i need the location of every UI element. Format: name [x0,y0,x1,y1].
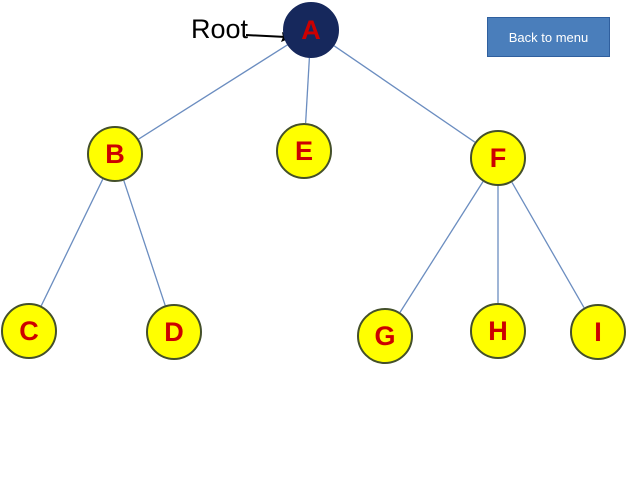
tree-node-label: D [164,316,184,347]
edge-a-f [333,45,476,143]
back-to-menu-button[interactable]: Back to menu [487,17,610,57]
tree-node-label: E [294,135,313,166]
tree-node-label: A [301,14,321,45]
tree-node-a[interactable]: A [283,2,339,58]
edge-b-c [40,178,104,307]
tree-node-d[interactable]: D [146,304,202,360]
tree-node-f[interactable]: F [470,130,526,186]
root-label: Root [191,14,249,44]
tree-node-label: B [105,138,125,169]
tree-node-c[interactable]: C [1,303,57,359]
tree-node-label: C [19,315,39,346]
tree-node-h[interactable]: H [470,303,526,359]
tree-node-g[interactable]: G [357,308,413,364]
edge-b-d [123,180,166,306]
tree-node-i[interactable]: I [570,304,626,360]
tree-node-b[interactable]: B [87,126,143,182]
edge-f-g [399,181,484,313]
edge-a-e [304,57,311,124]
tree-node-label: I [594,316,602,347]
tree-node-label: H [488,315,508,346]
tree-node-label: G [374,320,396,351]
tree-node-label: F [489,142,507,173]
edge-f-i [511,181,585,309]
tree-node-e[interactable]: E [276,123,332,179]
edge-a-b [138,44,288,140]
back-to-menu-label: Back to menu [508,29,589,45]
